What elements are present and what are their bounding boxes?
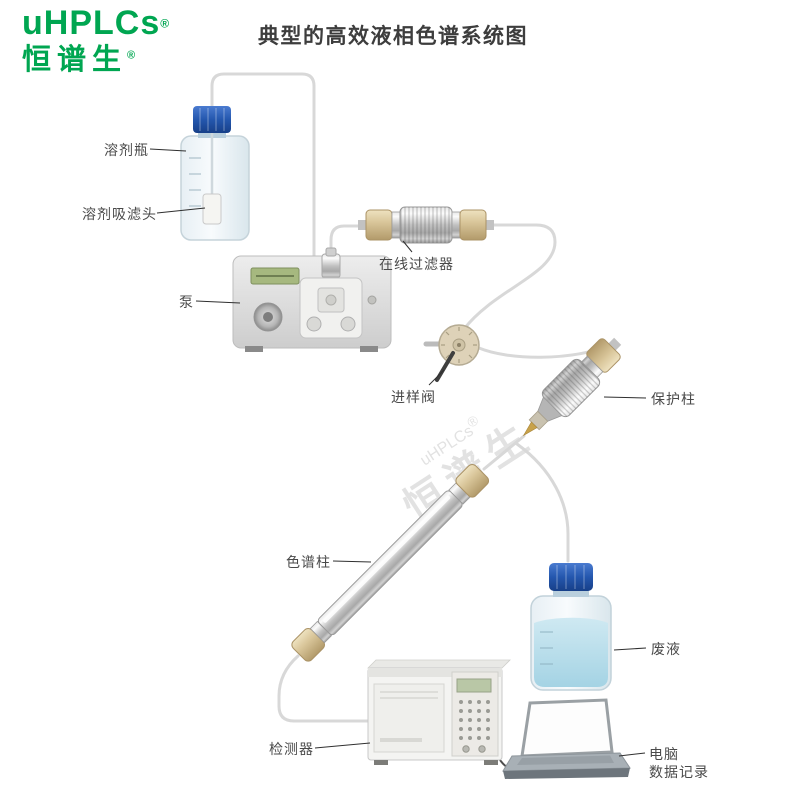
tubing: [210, 72, 616, 770]
waste-liquid: [534, 617, 608, 687]
label-computer-line1: 电脑: [649, 746, 679, 762]
detector-control-panel: [451, 671, 499, 757]
label-line-guard-column: [603, 396, 647, 399]
label-line-solvent-filter: [156, 207, 206, 214]
label-line-pump: [195, 300, 241, 304]
pump-head: [299, 247, 377, 339]
brand-logo: uHPLCs® 恒谱生®: [22, 4, 170, 76]
waste-bottle: [530, 563, 612, 691]
solvent-bottle: [180, 106, 250, 241]
label-solvent-bottle: 溶剂瓶: [104, 142, 149, 158]
waste-bottle-cap: [549, 563, 593, 591]
chromatography-column: [291, 463, 490, 662]
brand-logo-en: uHPLCs: [22, 4, 161, 42]
label-detector: 检测器: [269, 741, 314, 757]
label-computer-line2: 数据记录: [649, 764, 709, 780]
detector-unit: [367, 659, 511, 765]
laptop: [502, 698, 631, 779]
label-line-injection-valve: [428, 369, 445, 386]
label-column: 色谱柱: [286, 554, 331, 570]
solvent-bottle-cap: [193, 106, 231, 133]
page-title: 典型的高效液相色谱系统图: [258, 25, 528, 48]
label-waste: 废液: [651, 641, 681, 657]
valve-handle: [435, 351, 455, 382]
laptop-screen: [520, 698, 614, 758]
guard-column: [522, 337, 622, 437]
guard-column-tip: [522, 421, 538, 437]
label-line-computer: [618, 752, 646, 757]
injection-valve: [423, 324, 480, 382]
brand-logo-cn-reg: ®: [127, 49, 136, 62]
brand-logo-reg: ®: [160, 16, 170, 31]
brand-logo-cn: 恒谱生: [22, 43, 128, 76]
tube-pump-to-filter: [329, 224, 364, 258]
label-pump: 泵: [179, 294, 194, 310]
label-line-column: [332, 560, 372, 563]
label-line-waste: [613, 647, 647, 651]
solvent-inlet-filter: [202, 193, 222, 225]
inline-filter: [358, 206, 494, 244]
tube-filter-to-valve: [462, 223, 557, 331]
label-lines: [149, 148, 647, 757]
tube-bottle-to-pump: [210, 72, 316, 264]
detector-display: [456, 678, 492, 693]
label-line-detector: [314, 742, 371, 749]
tube-column-to-detector: [277, 654, 372, 723]
label-solvent-filter: 溶剂吸滤头: [82, 206, 157, 222]
label-inline-filter: 在线过滤器: [379, 256, 454, 272]
pump-unit: [232, 247, 392, 352]
label-injection-valve: 进样阀: [391, 389, 436, 405]
tube-to-waste: [515, 442, 570, 563]
tube-guard-to-column: [482, 434, 526, 471]
label-guard-column: 保护柱: [651, 391, 696, 407]
label-line-solvent-bottle: [149, 148, 187, 152]
label-line-inline-filter: [402, 240, 413, 253]
